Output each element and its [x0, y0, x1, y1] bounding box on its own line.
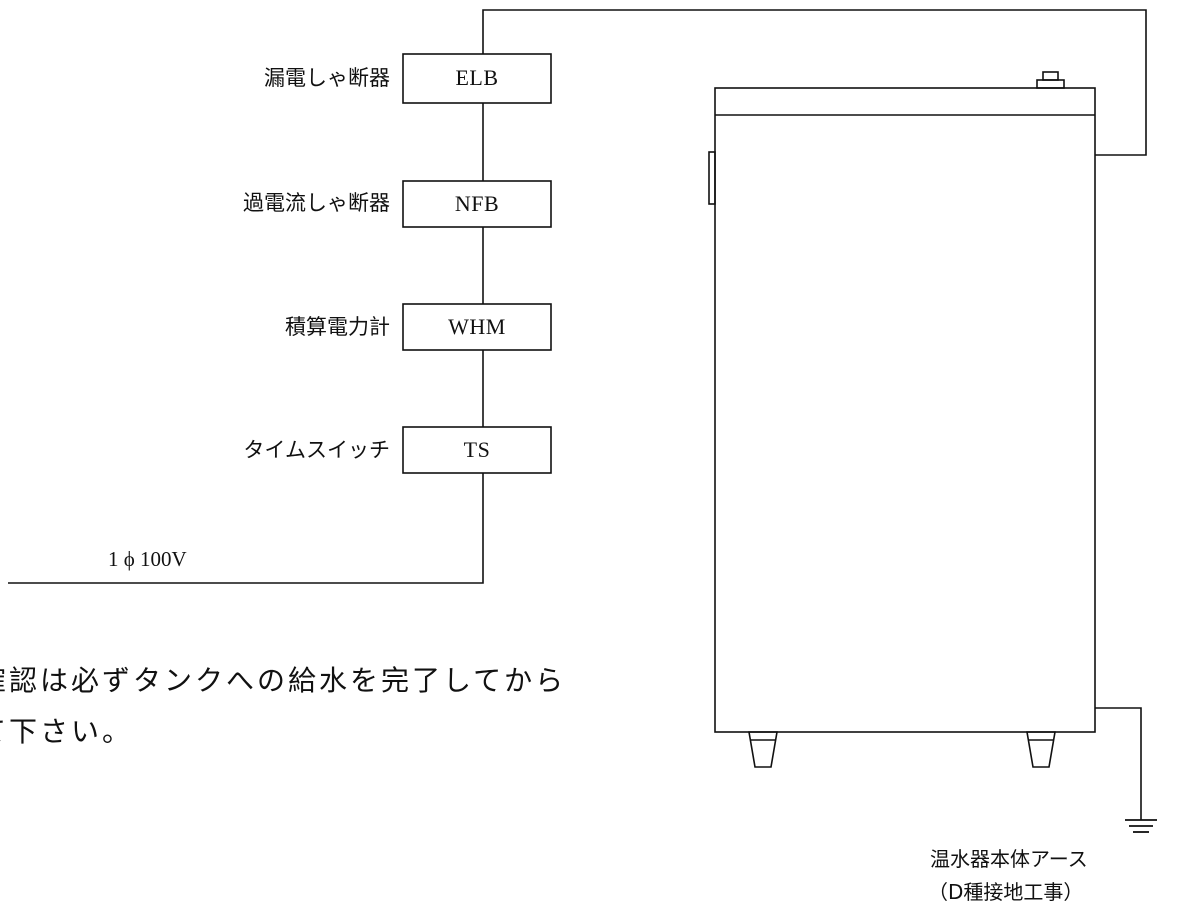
heater-body	[714, 87, 1096, 733]
nfb-code: NFB	[454, 191, 500, 216]
whm-code: WHM	[448, 314, 506, 339]
whm-label: 積算電力計	[285, 315, 390, 339]
note-line-2: て下さい。	[0, 715, 134, 748]
whm-box	[402, 303, 552, 351]
earth-type-label: （D種接地工事）	[928, 880, 1084, 904]
ts-code: TS	[463, 437, 491, 462]
nfb-box	[402, 180, 552, 228]
supply-wire	[8, 473, 484, 584]
ground-icon	[1125, 819, 1157, 833]
note-line-1: 確認は必ずタンクへの給水を完了してから	[0, 664, 567, 697]
elb-code: ELB	[455, 65, 499, 90]
ts-box	[402, 426, 552, 474]
supply-label: 1 ϕ 100V	[108, 547, 187, 571]
right-leg	[1026, 731, 1056, 768]
elb-box	[402, 53, 552, 104]
earth-label: 温水器本体アース	[930, 847, 1088, 871]
terminal-knob-cap	[1042, 71, 1059, 81]
top-wire	[482, 9, 1147, 156]
elb-label: 漏電しゃ断器	[264, 66, 390, 90]
terminal-knob	[1036, 79, 1065, 89]
left-leg	[748, 731, 778, 768]
nfb-label: 過電流しゃ断器	[243, 191, 390, 215]
earth-wire	[1095, 707, 1142, 820]
ts-label: タイムスイッチ	[243, 438, 390, 462]
side-tab	[708, 151, 716, 205]
